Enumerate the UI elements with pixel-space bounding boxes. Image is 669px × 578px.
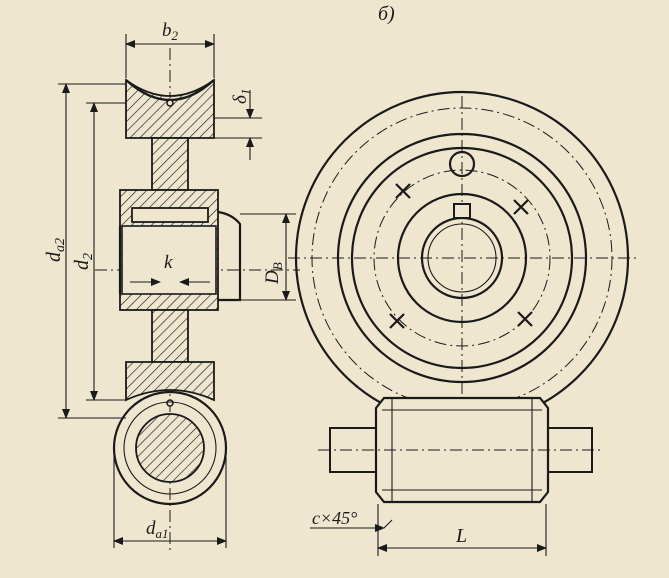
web-top-section <box>151 137 189 191</box>
hole-mark-br <box>517 311 533 327</box>
delta1-label: δ1 <box>230 89 253 104</box>
da1-label: da1 <box>146 518 169 541</box>
hole-mark-tr <box>513 199 529 215</box>
web-bottom-section <box>151 309 189 363</box>
wheel-web-circle <box>350 146 574 370</box>
worm-pitch-circle <box>123 401 217 495</box>
db-label: DB <box>262 262 285 285</box>
b2-label: b2 <box>162 20 179 43</box>
rim-bottom-section <box>125 361 215 402</box>
da2-label: da2 <box>43 238 68 262</box>
worm-shaft-section <box>135 413 205 483</box>
chamfer-tick <box>383 519 393 529</box>
keyway <box>131 207 209 223</box>
section-view: b2 δ1 da2 d2 k DB da1 <box>43 20 300 550</box>
d2-label: d2 <box>71 253 96 270</box>
hole-mark-bl <box>389 313 405 329</box>
chamfer-label: c×45° <box>312 508 357 528</box>
wheel-pitch-circle <box>311 107 613 409</box>
figure-label: б) <box>378 3 395 25</box>
worm-outer-circle <box>112 390 228 506</box>
l-label: L <box>455 525 467 547</box>
bore-inner-circle <box>427 223 497 293</box>
bolt-circle <box>373 169 551 347</box>
bottom-pitch-point <box>166 399 174 407</box>
oil-hole <box>448 150 476 178</box>
worm-view: c×45° L <box>310 396 604 556</box>
wheel-rim-inner-circle <box>336 132 588 384</box>
front-view <box>288 90 640 446</box>
k-label: k <box>164 252 173 273</box>
hole-mark-tl <box>395 183 411 199</box>
hub-outer-circle <box>396 192 528 324</box>
top-pitch-point <box>166 99 174 107</box>
rim-top-section <box>125 78 215 139</box>
bore <box>121 225 217 295</box>
shaft-break <box>217 210 242 302</box>
key-slot <box>453 203 471 219</box>
